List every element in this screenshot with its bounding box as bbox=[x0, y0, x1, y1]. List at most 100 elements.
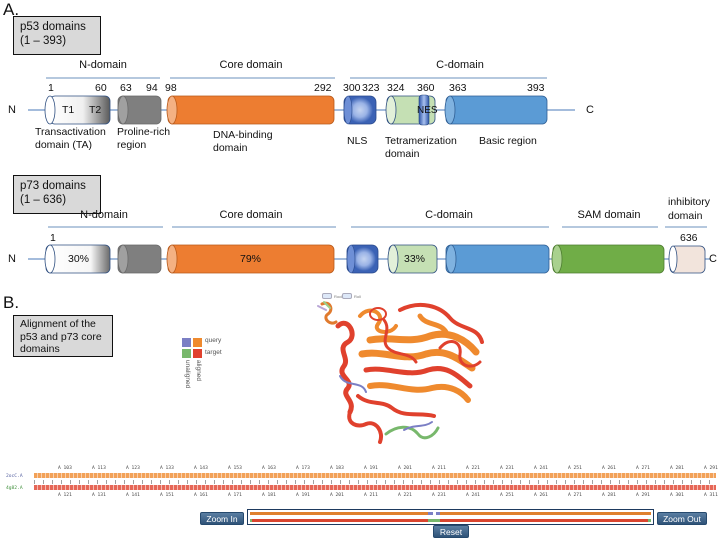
p53-core-domain-label: Core domain bbox=[219, 59, 283, 71]
p53-pos-63: 63 bbox=[120, 82, 132, 94]
legend-target-label: target bbox=[205, 349, 222, 356]
target-ruler-tick: A 231 bbox=[432, 493, 446, 498]
panel-b-title-line1: Alignment of the bbox=[20, 318, 96, 330]
p53-tet-label-line2: domain bbox=[385, 148, 420, 160]
p53-pos-323: 323 bbox=[362, 82, 380, 94]
p53-tet-label-line1: Tetramerization bbox=[385, 135, 457, 147]
target-ruler-tick: A 281 bbox=[602, 493, 616, 498]
target-ruler-tick: A 181 bbox=[262, 493, 276, 498]
p53-proline-label-line1: Proline-rich bbox=[117, 126, 171, 138]
p53-title: p53 domains bbox=[20, 21, 86, 33]
p53-proline-label: Proline-rich region bbox=[117, 126, 170, 152]
query-ruler-tick: A 271 bbox=[636, 466, 650, 471]
p53-proline-label-line2: region bbox=[117, 139, 147, 151]
rock-toggle[interactable]: Rock bbox=[322, 293, 343, 299]
p73-tet-identity: 33% bbox=[404, 253, 426, 265]
p73-sam-domain bbox=[551, 244, 665, 274]
p53-domain-diagram bbox=[28, 77, 575, 126]
p53-t2-label: T2 bbox=[89, 104, 102, 116]
protein-structure-viewer[interactable] bbox=[300, 296, 500, 461]
p53-pos-98: 98 bbox=[165, 82, 177, 94]
p53-pos-1: 1 bbox=[48, 82, 54, 94]
overview-query-track bbox=[250, 512, 651, 515]
target-ruler-tick: A 311 bbox=[704, 493, 718, 498]
p53-proline-rich-region bbox=[117, 95, 162, 125]
overview-target-gap bbox=[428, 519, 440, 522]
p73-proline-rich-region bbox=[117, 244, 162, 274]
alignment-overview-bar[interactable] bbox=[247, 509, 654, 525]
p53-tet-label: Tetramerization domain bbox=[385, 135, 457, 161]
p73-inhibitory-line1: inhibitory bbox=[668, 196, 711, 208]
legend-target-unaligned bbox=[182, 349, 191, 358]
reset-button[interactable]: Reset bbox=[433, 525, 469, 538]
p53-c-terminus: C bbox=[586, 104, 594, 116]
p53-basic-label: Basic region bbox=[479, 135, 537, 147]
query-id: 2ocC.A bbox=[6, 474, 23, 479]
query-ruler-tick: A 191 bbox=[364, 466, 378, 471]
p53-nes-label: NES bbox=[417, 105, 438, 116]
query-ruler-tick: A 201 bbox=[398, 466, 412, 471]
zoom-out-button[interactable]: Zoom Out bbox=[657, 512, 707, 525]
roll-switch[interactable] bbox=[342, 293, 352, 299]
p73-domain-diagram bbox=[28, 226, 710, 274]
zoom-in-button[interactable]: Zoom In bbox=[200, 512, 244, 525]
panel-b-letter: B. bbox=[3, 293, 20, 312]
p53-pos-94: 94 bbox=[146, 82, 158, 94]
p73-inhibitory-domain bbox=[668, 245, 706, 274]
query-ruler-tick: A 133 bbox=[160, 466, 174, 471]
p53-nes-band bbox=[418, 94, 430, 126]
p53-dna-binding-domain bbox=[166, 95, 335, 125]
p73-transactivation-domain bbox=[44, 244, 111, 274]
p53-pos-292: 292 bbox=[314, 82, 332, 94]
p53-nls-label: NLS bbox=[347, 135, 368, 147]
p53-ta-label-line2: domain (TA) bbox=[35, 139, 92, 151]
query-ruler-tick: A 183 bbox=[330, 466, 344, 471]
p53-dna-binding-label: DNA-binding domain bbox=[213, 129, 273, 155]
panel-b-title-box: Alignment of the p53 and p73 core domain… bbox=[13, 315, 113, 357]
target-ruler-tick: A 291 bbox=[636, 493, 650, 498]
p73-n-terminus: N bbox=[8, 253, 16, 265]
target-ruler-tick: A 151 bbox=[160, 493, 174, 498]
p73-sam-domain-label: SAM domain bbox=[577, 209, 641, 221]
roll-toggle[interactable]: Roll bbox=[342, 293, 361, 299]
query-ruler-tick: A 221 bbox=[466, 466, 480, 471]
p73-pos-1: 1 bbox=[50, 232, 56, 244]
p73-range: (1 – 636) bbox=[20, 194, 67, 206]
target-ruler-tick: A 301 bbox=[670, 493, 684, 498]
target-ruler-tick: A 201 bbox=[330, 493, 344, 498]
roll-label: Roll bbox=[354, 293, 361, 299]
query-ruler-tick: A 241 bbox=[534, 466, 548, 471]
p73-inhibitory-domain-label: inhibitory domain bbox=[668, 195, 710, 223]
target-ruler-tick: A 211 bbox=[364, 493, 378, 498]
overview-target-start bbox=[250, 519, 252, 522]
target-ruler-tick: A 171 bbox=[228, 493, 242, 498]
query-ruler-tick: A 103 bbox=[58, 466, 72, 471]
legend-query-label: query bbox=[205, 337, 222, 344]
p53-c-domain-label: C-domain bbox=[436, 59, 484, 71]
legend-target-aligned bbox=[193, 349, 202, 358]
p73-title: p73 domains bbox=[20, 180, 86, 192]
overview-target-end bbox=[648, 519, 651, 522]
target-ruler-tick: A 221 bbox=[398, 493, 412, 498]
target-ruler-tick: A 271 bbox=[568, 493, 582, 498]
query-ruler-tick: A 123 bbox=[126, 466, 140, 471]
query-ruler-tick: A 143 bbox=[194, 466, 208, 471]
legend-aligned-label: aligned bbox=[195, 360, 202, 381]
p53-pos-324: 324 bbox=[387, 82, 405, 94]
p53-range: (1 – 393) bbox=[20, 35, 67, 47]
p73-c-terminus: C bbox=[709, 253, 717, 265]
p73-tetramerization-domain bbox=[387, 244, 438, 274]
p53-title-box: p53 domains (1 – 393) bbox=[13, 16, 101, 55]
target-ruler-tick: A 261 bbox=[534, 493, 548, 498]
rock-switch[interactable] bbox=[322, 293, 332, 299]
p53-pos-300: 300 bbox=[343, 82, 361, 94]
p53-pos-393: 393 bbox=[527, 82, 545, 94]
p53-t1-label: T1 bbox=[62, 104, 75, 116]
target-ruler-tick: A 251 bbox=[500, 493, 514, 498]
p73-n-domain-label: N-domain bbox=[80, 209, 128, 221]
query-ruler-tick: A 231 bbox=[500, 466, 514, 471]
query-ruler-tick: A 281 bbox=[670, 466, 684, 471]
target-ruler-tick: A 241 bbox=[466, 493, 480, 498]
panel-b-title-line2: p53 and p73 core bbox=[20, 330, 102, 343]
